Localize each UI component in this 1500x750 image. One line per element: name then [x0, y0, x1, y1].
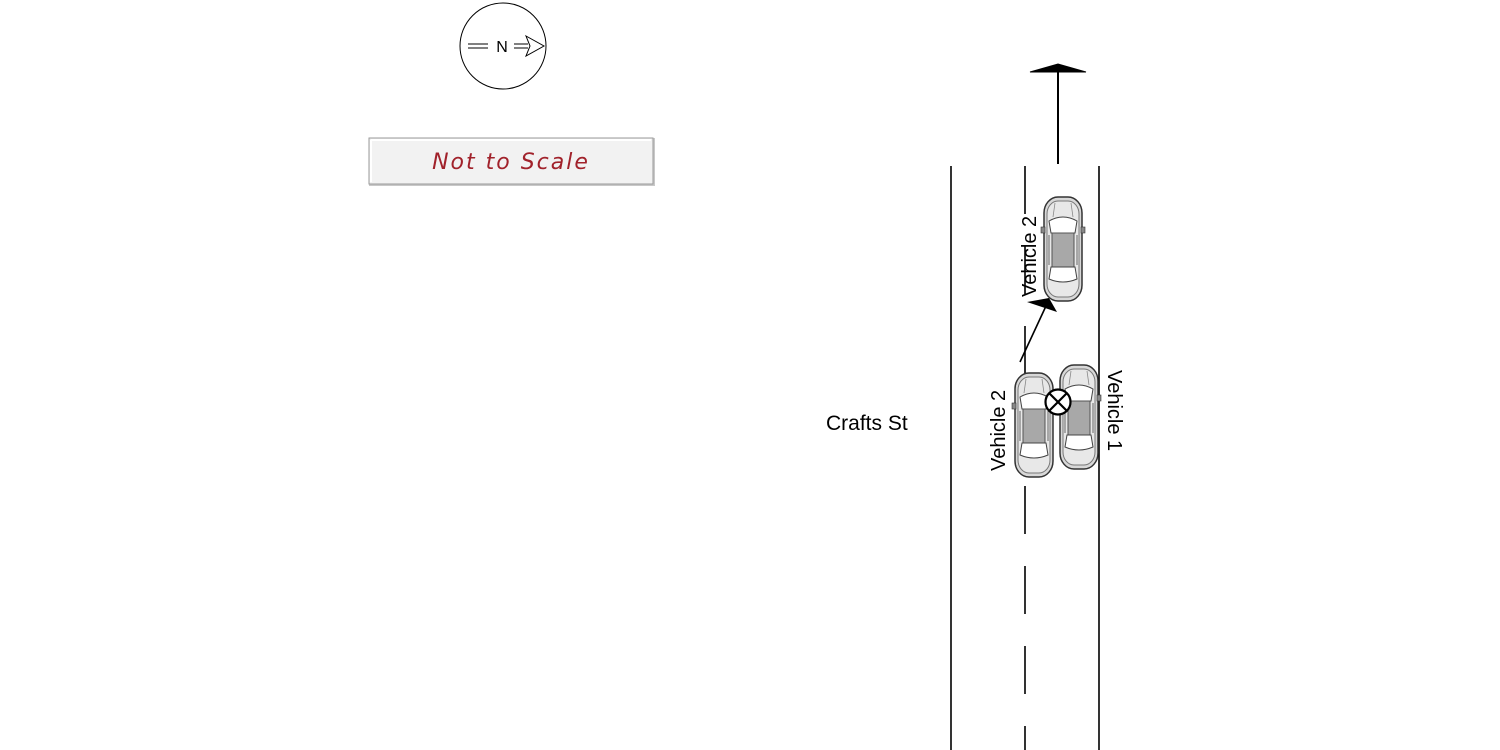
vehicle-1	[1056, 364, 1102, 470]
north-label: N	[496, 39, 508, 56]
path-arrow-icon	[1019, 298, 1057, 363]
vehicle-2-before-label: Vehicle 2	[988, 390, 1010, 471]
street-name-label: Crafts St	[826, 412, 908, 435]
north-arrow-icon: N	[459, 2, 547, 90]
arrow-icon	[1029, 63, 1087, 164]
impact-point-icon	[1044, 388, 1072, 416]
scale-note-text: Not to Scale	[432, 150, 590, 175]
vehicle-2-after	[1040, 196, 1086, 302]
vehicle-2-after-label: Vehicle 2	[1019, 216, 1041, 297]
vehicle-1-label: Vehicle 1	[1103, 370, 1125, 451]
vehicle-2-before	[1011, 372, 1057, 478]
scale-note: Not to Scale	[368, 137, 655, 186]
